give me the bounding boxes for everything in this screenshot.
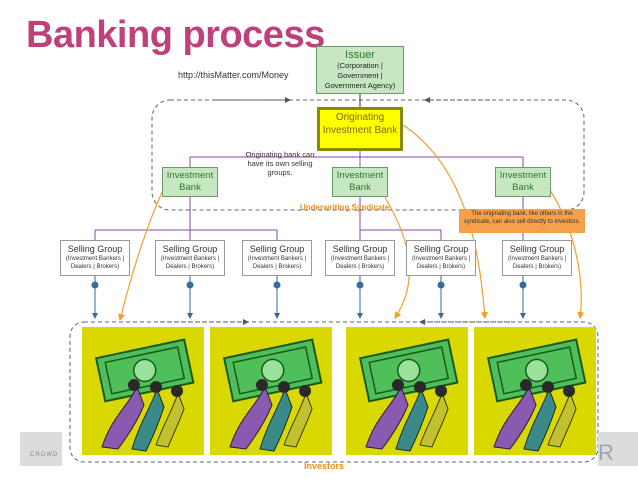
selling-group-sub: (Investment Bankers | Dealers | Brokers)	[507, 256, 567, 270]
selling-group-label: Selling Group	[413, 244, 469, 254]
selling-group-4: Selling Group (Investment Bankers | Deal…	[325, 240, 395, 276]
selling-group-1: Selling Group (Investment Bankers | Deal…	[60, 240, 130, 276]
selling-group-sub: (Investment Bankers | Dealers | Brokers)	[65, 256, 125, 270]
syndicate-label: Underwriting Syndicate	[300, 203, 390, 212]
selling-group-sub: (Investment Bankers | Dealers | Brokers)	[247, 256, 307, 270]
issuer-label: Issuer	[345, 49, 375, 61]
source-url: http://thisMatter.com/Money	[178, 70, 289, 80]
investors-boundary	[69, 321, 599, 463]
selling-group-sub: (Investment Bankers | Dealers | Brokers)	[411, 256, 471, 270]
footer-right-text: R	[598, 440, 614, 465]
selling-group-sub: (Investment Bankers | Dealers | Brokers)	[330, 256, 390, 270]
selling-group-3: Selling Group (Investment Bankers | Deal…	[242, 240, 312, 276]
investor-panel-3	[346, 327, 468, 455]
selling-group-5: Selling Group (Investment Bankers | Deal…	[406, 240, 476, 276]
selling-group-label: Selling Group	[67, 244, 123, 254]
selling-group-label: Selling Group	[162, 244, 218, 254]
direct-sale-note: The originating bank, like others in the…	[459, 209, 585, 233]
originating-bank-box: Originating Investment Bank	[317, 107, 403, 151]
issuer-box: Issuer (Corporation | Government | Gover…	[316, 46, 404, 94]
selling-groups-note: Originating bank can have its own sellin…	[245, 150, 315, 177]
footer-logo-left: CROWD	[20, 432, 62, 466]
selling-group-2: Selling Group (Investment Bankers | Deal…	[155, 240, 225, 276]
investors-carrying-money-icon	[94, 338, 195, 452]
footer-logo-right: R	[598, 432, 638, 466]
investors-carrying-money-icon	[358, 338, 459, 452]
investment-bank-3: Investment Bank	[495, 167, 551, 197]
investment-bank-1: Investment Bank	[162, 167, 218, 197]
page-title: Banking process	[26, 14, 325, 56]
investor-panel-1	[82, 327, 204, 455]
selling-group-label: Selling Group	[249, 244, 305, 254]
selling-group-sub: (Investment Bankers | Dealers | Brokers)	[160, 256, 220, 270]
investors-carrying-money-icon	[222, 338, 323, 452]
investor-panel-2	[210, 327, 332, 455]
investment-bank-2: Investment Bank	[332, 167, 388, 197]
selling-group-label: Selling Group	[332, 244, 388, 254]
investors-label: Investors	[304, 461, 345, 471]
footer-left-text: CROWD	[30, 452, 59, 458]
issuer-sub: (Corporation | Government | Government A…	[324, 61, 396, 90]
syndicate-boundary	[151, 99, 585, 211]
investor-panel-4	[474, 327, 596, 455]
selling-group-label: Selling Group	[509, 244, 565, 254]
selling-group-6: Selling Group (Investment Bankers | Deal…	[502, 240, 572, 276]
investors-carrying-money-icon	[486, 338, 587, 452]
